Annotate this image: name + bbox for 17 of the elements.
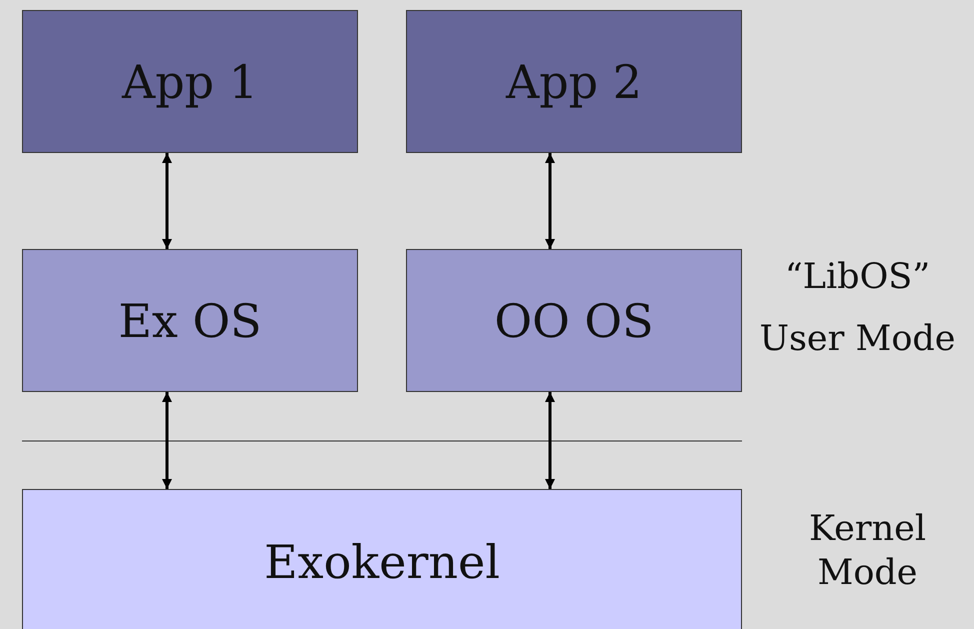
os-box (22, 249, 358, 392)
double-arrow (162, 153, 172, 249)
mode-label: Kernel Mode (808, 508, 928, 595)
double-arrow (162, 392, 172, 489)
box-label: Exokernel (264, 534, 500, 588)
box-label: App 1 (122, 54, 258, 108)
mode-label: User Mode (758, 318, 957, 361)
kernel-box (22, 489, 742, 629)
app-box (406, 10, 742, 153)
box-label: OO OS (494, 294, 654, 348)
os-box (406, 249, 742, 392)
box-label: Ex OS (118, 294, 262, 348)
app-box (22, 10, 358, 153)
double-arrow (545, 392, 555, 489)
mode-label: “LibOS” (784, 256, 932, 299)
double-arrow (545, 153, 555, 249)
box-label: App 2 (506, 54, 642, 108)
